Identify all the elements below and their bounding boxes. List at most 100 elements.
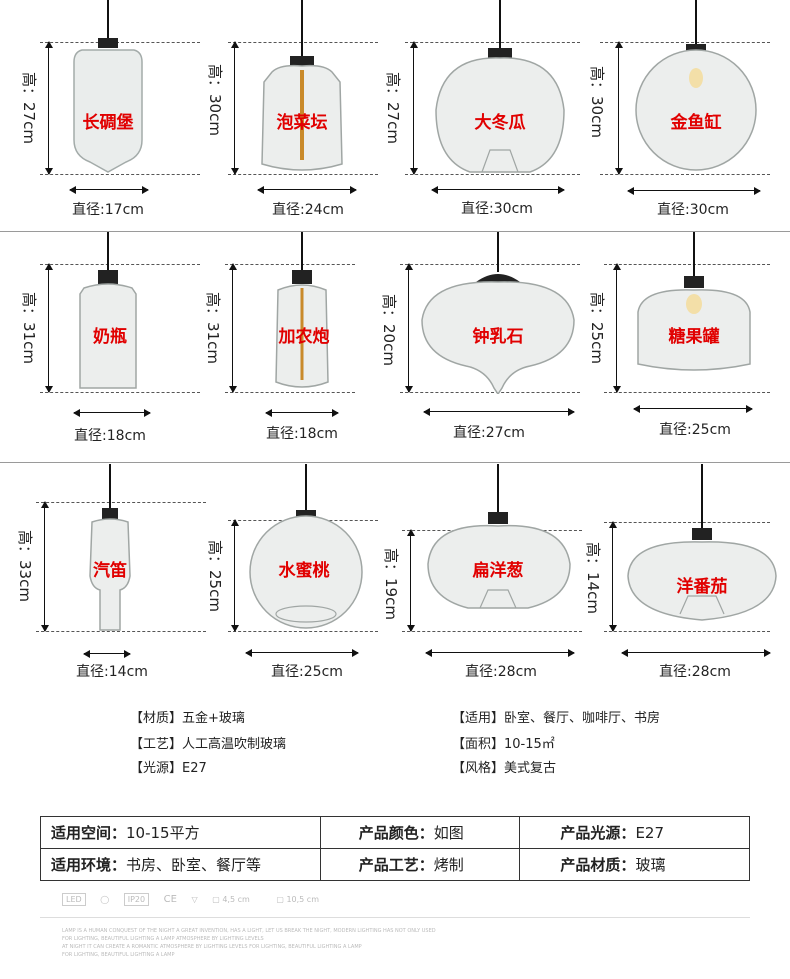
space-value: 10-15平方: [126, 824, 200, 842]
height-arrow: [609, 521, 617, 632]
lamp-image: [261, 0, 343, 171]
ce-icon: CE: [163, 894, 177, 905]
height-label: 高：19cm: [382, 548, 400, 620]
spec-material: 【材质】五金+玻璃: [130, 711, 245, 726]
ip-rating-icon: IP20: [123, 893, 150, 906]
dimension-icon-2: ▢ 10,5 cm: [276, 895, 319, 904]
lamp-image: [421, 232, 575, 394]
lamp-image: [89, 464, 131, 631]
lamp-image: [249, 464, 363, 629]
lamp-name: 大冬瓜: [474, 113, 526, 133]
lamp-name: 水蜜桃: [278, 561, 330, 581]
table-cell: 产品材质：玻璃: [519, 848, 750, 881]
height-arrow: [229, 263, 237, 393]
process-value: 烤制: [433, 856, 464, 874]
diameter-arrow: [423, 408, 575, 416]
height-label: 高：31cm: [20, 292, 38, 364]
height-label: 高：20cm: [380, 294, 398, 366]
spec-style: 【风格】美式复古: [452, 761, 557, 776]
table-row: 适用环境：书房、卧室、餐厅等 产品工艺：烤制 产品材质：玻璃: [40, 848, 750, 881]
height-arrow: [231, 519, 239, 632]
dimension-value-2: 10,5 cm: [286, 895, 319, 904]
height-arrow: [231, 41, 239, 175]
row-separator-2: [0, 462, 790, 463]
source-value: E27: [635, 824, 665, 842]
height-label: 高：27cm: [384, 72, 402, 144]
diameter-label: 直径:28cm: [659, 664, 731, 680]
height-label: 高：14cm: [584, 542, 602, 614]
lamp-name: 长碉堡: [82, 113, 134, 133]
lamp-name: 泡菜坛: [276, 113, 328, 133]
footer-line: FOR LIGHTING, BEAUTIFUL LIGHTING A LAMP: [62, 952, 175, 958]
height-arrow: [41, 501, 49, 632]
diameter-arrow: [73, 409, 151, 417]
space-label: 适用空间：: [51, 824, 127, 842]
height-label: 高：30cm: [588, 66, 606, 138]
diameter-label: 直径:27cm: [453, 425, 525, 441]
diameter-arrow: [83, 650, 131, 658]
height-label: 高：25cm: [206, 540, 224, 612]
source-label: 产品光源：: [560, 824, 636, 842]
lamp-name: 汽笛: [93, 561, 127, 581]
footer-text: LAMP IS A HUMAN CONQUEST OF THE NIGHT A …: [62, 927, 482, 959]
lamp-image: [637, 232, 751, 371]
height-arrow: [45, 41, 53, 175]
table-cell: 产品工艺：烤制: [319, 848, 521, 881]
spec-light-source: 【光源】E27: [130, 761, 207, 776]
height-arrow: [45, 263, 53, 393]
diameter-arrow: [621, 649, 771, 657]
height-label: 高：31cm: [204, 292, 222, 364]
lamp-image: [79, 232, 137, 389]
height-arrow: [410, 41, 418, 175]
lamp-image: [427, 464, 571, 609]
row-separator-1: [0, 231, 790, 232]
diameter-arrow: [633, 405, 753, 413]
diameter-arrow: [265, 409, 339, 417]
spec-usage: 【适用】卧室、餐厅、咖啡厅、书房: [452, 711, 661, 726]
footer-line: FOR LIGHTING, BEAUTIFUL LIGHTING A LAMP …: [62, 936, 264, 942]
lamp-image: [435, 0, 565, 173]
diameter-label: 直径:17cm: [72, 202, 144, 218]
height-label: 高：33cm: [16, 530, 34, 602]
env-label: 适用环境：: [51, 856, 127, 874]
led-icon: LED: [62, 893, 86, 906]
height-arrow: [407, 529, 415, 632]
color-label: 产品颜色：: [358, 824, 434, 842]
process-label: 产品工艺：: [358, 856, 434, 874]
diameter-arrow: [257, 186, 357, 194]
lamp-name: 糖果罐: [668, 327, 720, 347]
diameter-label: 直径:18cm: [266, 426, 338, 442]
lamp-name: 加农炮: [278, 327, 330, 347]
height-arrow: [613, 263, 621, 393]
diameter-arrow: [245, 649, 359, 657]
spec-area: 【面积】10-15㎡: [452, 737, 555, 752]
mat-label: 产品材质：: [560, 856, 636, 874]
footer-line: LAMP IS A HUMAN CONQUEST OF THE NIGHT A …: [62, 928, 436, 934]
lamp-name: 奶瓶: [93, 327, 127, 347]
triangle-icon: ▽: [191, 895, 198, 904]
table-row: 适用空间：10-15平方 产品颜色：如图 产品光源：E27: [40, 816, 750, 849]
table-cell: 产品光源：E27: [519, 816, 750, 849]
diameter-arrow: [431, 186, 565, 194]
diameter-label: 直径:30cm: [657, 202, 729, 218]
diameter-label: 直径:24cm: [272, 202, 344, 218]
diameter-arrow: [69, 186, 149, 194]
table-cell: 产品颜色：如图: [319, 816, 521, 849]
spec-craft: 【工艺】人工高温吹制玻璃: [130, 737, 287, 752]
footer-icons: LED ◯ IP20 CE ▽ ▢ 4,5 cm ▢ 10,5 cm: [62, 893, 343, 906]
height-arrow: [405, 263, 413, 393]
lamp-image: [627, 464, 777, 621]
lamp-image: [275, 232, 329, 388]
dimension-icon-1: ▢ 4,5 cm: [212, 895, 250, 904]
color-value: 如图: [433, 824, 464, 842]
mat-value: 玻璃: [635, 856, 666, 874]
diameter-label: 直径:30cm: [461, 201, 533, 217]
bulb-icon: ◯: [100, 895, 110, 904]
height-arrow: [615, 41, 623, 175]
height-label: 高：27cm: [20, 72, 38, 144]
diameter-arrow: [425, 649, 575, 657]
diameter-label: 直径:14cm: [76, 664, 148, 680]
lamp-image: [73, 0, 143, 173]
params-table: 适用空间：10-15平方 产品颜色：如图 产品光源：E27 适用环境：书房、卧室…: [40, 816, 750, 881]
table-cell: 适用环境：书房、卧室、餐厅等: [40, 848, 321, 881]
